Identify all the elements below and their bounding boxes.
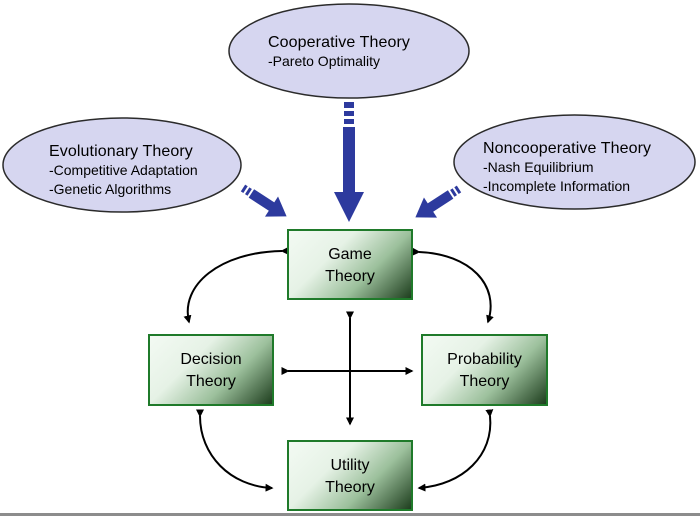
box-label: Game Theory xyxy=(325,242,375,288)
box-label-line: Theory xyxy=(325,478,375,496)
ellipse-shape xyxy=(228,3,470,99)
box-label: Utility Theory xyxy=(325,453,375,499)
cooperative-theory-ellipse: Cooperative Theory -Pareto Optimality xyxy=(227,2,471,100)
cooperative-title: Cooperative Theory xyxy=(268,34,411,51)
box-label-line: Theory xyxy=(186,373,236,390)
noncooperative-title: Noncooperative Theory xyxy=(483,140,652,157)
box-label-line: Theory xyxy=(459,373,510,390)
bottom-border xyxy=(0,513,700,516)
game-decision-arrow xyxy=(183,246,289,324)
box-label-line: Theory xyxy=(325,267,375,285)
box-label-line: Decision xyxy=(180,351,242,368)
utility-theory-box: Utility Theory xyxy=(287,440,413,511)
evolutionary-text: Evolutionary Theory -Competitive Adaptat… xyxy=(49,143,198,199)
evolutionary-theory-ellipse: Evolutionary Theory -Competitive Adaptat… xyxy=(1,116,243,214)
noncooperative-arrow xyxy=(415,185,462,218)
game-theory-box: Game Theory xyxy=(287,229,413,300)
game-probability-arrow xyxy=(412,247,494,324)
evolutionary-item: -Competitive Adaptation xyxy=(49,162,198,178)
box-label: Probability Theory xyxy=(447,347,522,393)
box-label-line: Utility xyxy=(330,456,370,474)
decision-utility-arrow xyxy=(195,409,274,492)
evolutionary-item: -Genetic Algorithms xyxy=(49,181,172,197)
ellipse-shape xyxy=(2,117,242,213)
noncooperative-theory-ellipse: Noncooperative Theory -Nash Equilibrium … xyxy=(452,113,697,211)
box-label: Decision Theory xyxy=(180,347,241,393)
cooperative-text: Cooperative Theory -Pareto Optimality xyxy=(268,34,410,71)
noncooperative-item: -Nash Equilibrium xyxy=(483,159,594,175)
cooperative-arrow xyxy=(334,102,364,222)
box-label-line: Probability xyxy=(447,351,522,368)
evolutionary-arrow xyxy=(240,184,287,217)
noncooperative-text: Noncooperative Theory -Nash Equilibrium … xyxy=(483,140,651,196)
noncooperative-item: -Incomplete Information xyxy=(483,178,631,194)
ellipse-shape xyxy=(453,114,696,210)
box-label-line: Game xyxy=(328,245,372,263)
probability-theory-box: Probability Theory xyxy=(421,334,548,406)
evolutionary-title: Evolutionary Theory xyxy=(49,143,193,160)
cooperative-item: -Pareto Optimality xyxy=(268,53,381,69)
probability-utility-arrow xyxy=(417,409,494,492)
decision-theory-box: Decision Theory xyxy=(148,334,274,406)
